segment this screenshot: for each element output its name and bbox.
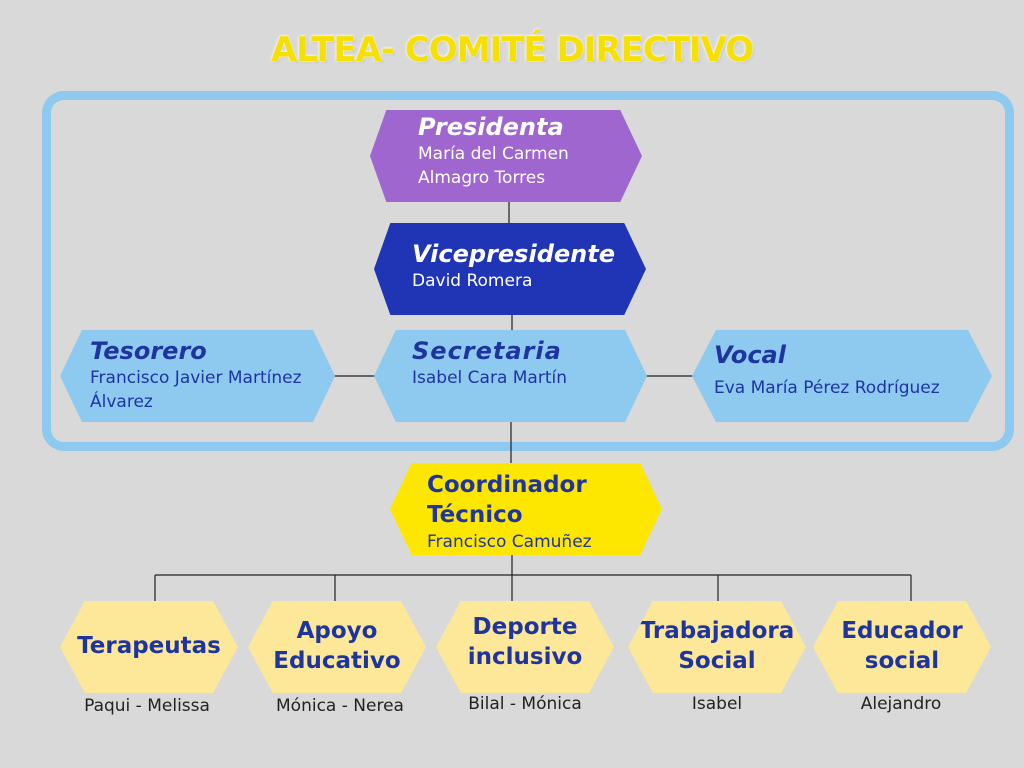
secretaria-name: Isabel Cara Martín <box>412 367 568 388</box>
area-node-educador-social: Educador social <box>813 601 991 693</box>
vicepresidente-name: David Romera <box>412 270 533 291</box>
area-label: Terapeutas <box>77 633 221 660</box>
area-people-apoyo-educativo: Mónica - Nerea <box>276 696 404 716</box>
coordinador-node: Coordinador Técnico Francisco Camuñez <box>390 463 662 555</box>
vicepresidente-node: Vicepresidente David Romera <box>374 223 646 315</box>
area-node-terapeutas: Terapeutas <box>60 601 238 693</box>
area-node-deporte-inclusivo: Deporte inclusivo <box>436 601 614 693</box>
coordinador-name: Francisco Camuñez <box>427 531 592 552</box>
area-node-trabajadora-social: Trabajadora Social <box>628 601 806 693</box>
presidenta-node: Presidenta María del Carmen Almagro Torr… <box>370 110 642 202</box>
area-people-deporte-inclusivo: Bilal - Mónica <box>468 694 582 714</box>
tesorero-node: Tesorero Francisco Javier Martínez Álvar… <box>60 330 335 422</box>
presidenta-name-2: Almagro Torres <box>418 168 546 189</box>
area-label: Apoyo Educativo <box>273 618 401 674</box>
area-label: Educador social <box>841 618 963 674</box>
area-people-educador-social: Alejandro <box>860 694 942 714</box>
tesorero-role: Tesorero <box>90 337 207 365</box>
committee-frame <box>42 91 1014 451</box>
secretaria-role: Secretaria <box>412 337 562 365</box>
coordinador-role-1: Coordinador <box>427 472 587 498</box>
presidenta-name-1: María del Carmen <box>418 143 569 164</box>
coordinador-role-2: Técnico <box>427 501 523 528</box>
area-people-terapeutas: Paqui - Melissa <box>84 696 210 716</box>
vocal-node: Vocal Eva María Pérez Rodríguez <box>692 330 992 422</box>
area-people-trabajadora-social: Isabel <box>691 694 743 714</box>
tesorero-name-1: Francisco Javier Martínez <box>90 367 302 388</box>
vocal-role: Vocal <box>714 341 786 369</box>
chart-title: ALTEA- COMITÉ DIRECTIVO <box>270 30 754 70</box>
area-label: Deporte inclusivo <box>467 614 583 670</box>
vicepresidente-role: Vicepresidente <box>412 240 615 268</box>
vocal-name: Eva María Pérez Rodríguez <box>714 377 940 398</box>
secretaria-node: Secretaria Isabel Cara Martín <box>374 330 647 422</box>
area-node-apoyo-educativo: Apoyo Educativo <box>248 601 426 693</box>
area-label: Trabajadora Social <box>639 618 795 674</box>
presidenta-role: Presidenta <box>418 113 564 141</box>
tesorero-name-2: Álvarez <box>90 392 153 413</box>
